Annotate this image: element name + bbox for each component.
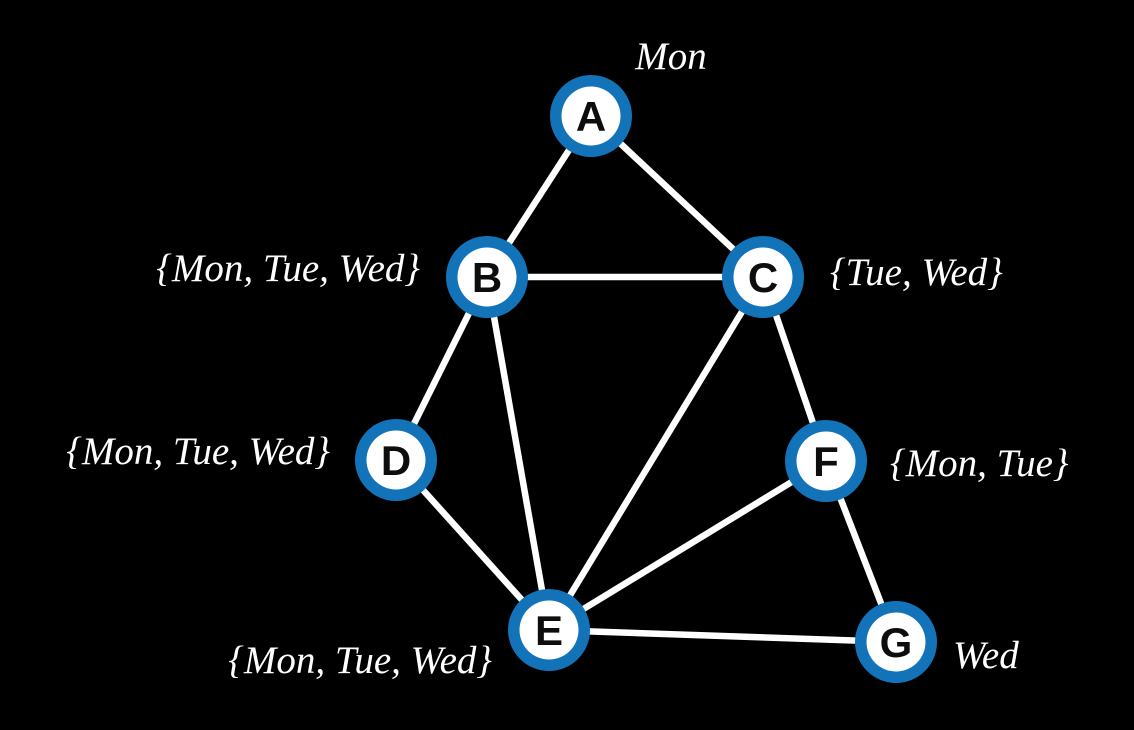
edge-B-E bbox=[483, 273, 553, 634]
node-letter-B: B bbox=[472, 254, 502, 301]
node-face-A bbox=[561, 86, 621, 146]
domain-label-C: {Tue, Wed} bbox=[830, 251, 1003, 294]
domain-label-B: {Mon, Tue, Wed} bbox=[156, 247, 420, 290]
graph-node-B: B bbox=[446, 236, 528, 318]
edge-E-F bbox=[545, 457, 830, 634]
domain-label-G: Wed bbox=[953, 634, 1019, 677]
node-face-G bbox=[866, 612, 926, 672]
graph-node-D: D bbox=[355, 419, 437, 501]
node-face-E bbox=[519, 600, 579, 660]
node-letter-G: G bbox=[880, 619, 913, 666]
graph-node-G: G bbox=[855, 601, 937, 683]
node-face-B bbox=[457, 247, 517, 307]
labels-layer: Mon {Mon, Tue, Wed} {Tue, Wed} {Mon, Tue, W… bbox=[66, 35, 1069, 682]
edge-E-G bbox=[545, 626, 900, 646]
domain-label-F: {Mon, Tue} bbox=[890, 442, 1069, 485]
nodes-layer: A B C D E F G bbox=[355, 75, 937, 683]
edges-layer bbox=[392, 112, 900, 646]
node-letter-E: E bbox=[535, 607, 563, 654]
node-face-D bbox=[366, 430, 426, 490]
graph-node-A: A bbox=[550, 75, 632, 157]
node-letter-D: D bbox=[381, 437, 411, 484]
node-face-C bbox=[733, 247, 793, 307]
domain-label-D: {Mon, Tue, Wed} bbox=[66, 430, 330, 473]
graph-node-F: F bbox=[785, 420, 867, 502]
node-letter-A: A bbox=[576, 93, 606, 140]
node-face-F bbox=[796, 431, 856, 491]
domain-label-E: {Mon, Tue, Wed} bbox=[228, 639, 492, 682]
graph-node-C: C bbox=[722, 236, 804, 318]
domain-label-A: Mon bbox=[634, 35, 707, 78]
graph-node-E: E bbox=[508, 589, 590, 671]
node-letter-C: C bbox=[748, 254, 778, 301]
edge-C-E bbox=[545, 273, 767, 634]
node-letter-F: F bbox=[813, 438, 839, 485]
